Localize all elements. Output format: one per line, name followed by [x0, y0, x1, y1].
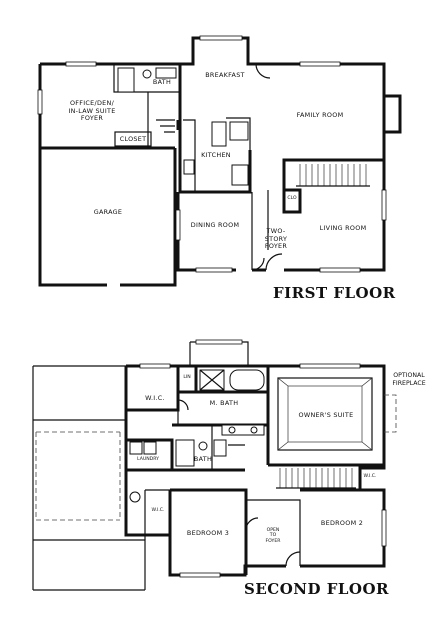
second-floor-walls [32, 341, 386, 591]
room-label-garage: GARAGE [93, 208, 123, 216]
first-floor-fixtures [37, 35, 387, 273]
second-floor-title: SECOND FLOOR [244, 580, 390, 598]
room-label-office-den: OFFICE/DEN/ IN-LAW SUITE FOYER [68, 99, 116, 122]
room-label-laundry: LAUNDRY [137, 457, 159, 462]
room-label-wic-middle: W.I.C. [151, 508, 165, 513]
room-label-master-bath: M. BATH [209, 399, 239, 407]
room-label-breakfast: BREAKFAST [205, 71, 245, 79]
room-label-closet: CLOSET [119, 135, 147, 143]
room-label-linen: LIN [183, 375, 191, 380]
optional-fireplace-note: OPTIONAL FIREPLACE [392, 372, 426, 387]
room-label-wic-right: W.I.C. [363, 474, 377, 479]
room-label-owners-suite: OWNER'S SUITE [298, 411, 354, 419]
room-label-stair-closet: CLO [287, 196, 297, 201]
room-label-dining-room: DINING ROOM [190, 221, 240, 229]
room-label-first-bath: BATH [152, 78, 172, 86]
room-label-bedroom-3: BEDROOM 3 [186, 529, 230, 537]
room-label-kitchen: KITCHEN [201, 151, 231, 159]
room-label-bedroom-2: BEDROOM 2 [320, 519, 364, 527]
room-label-second-bath: BATH [193, 455, 213, 463]
room-label-open-to-foyer: OPEN TO FOYER [265, 528, 281, 544]
room-label-family-room: FAMILY ROOM [296, 111, 344, 119]
second-floor-fixtures [129, 339, 397, 578]
room-label-living-room: LIVING ROOM [319, 224, 367, 232]
room-label-two-story-foyer: TWO- STORY FOYER [264, 227, 288, 250]
room-label-wic-left: W.I.C. [145, 394, 165, 402]
first-floor-title: FIRST FLOOR [273, 284, 396, 302]
